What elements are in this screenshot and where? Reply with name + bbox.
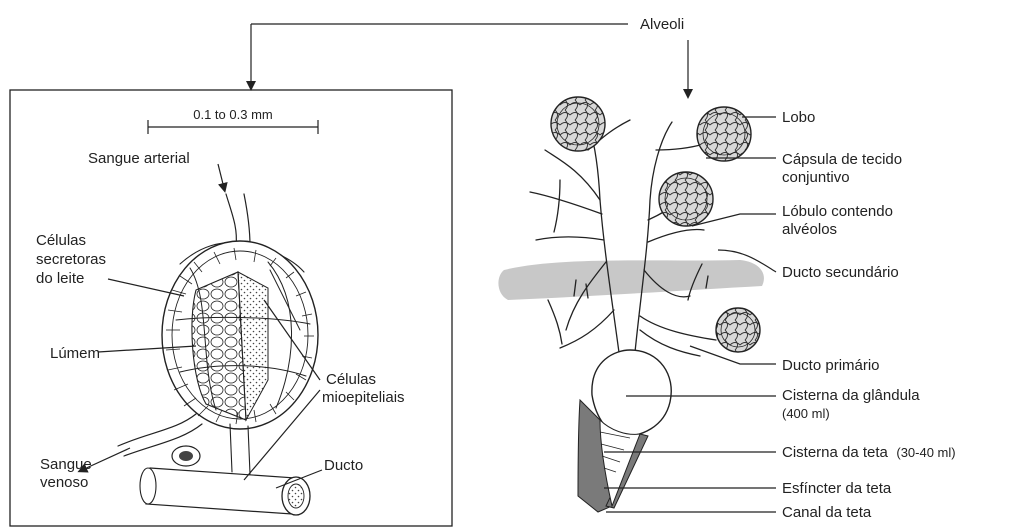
scale-label: 0.1 to 0.3 mm [193,107,272,122]
gland-cistern-label: Cisterna da glândula [782,387,920,404]
teat-sphincter-label: Esfíncter da teta [782,480,892,497]
alveoli-connector: Alveoli [251,16,688,94]
secondary-duct-band [498,260,764,300]
scale-bar: 0.1 to 0.3 mm [148,107,318,134]
alveolus-panel: 0.1 to 0.3 mm [10,90,452,526]
primary-duct-label: Ducto primário [782,357,880,374]
myoepithelial-label-1: Células [326,371,376,388]
teat-cistern-label: Cisterna da teta [782,444,889,461]
myoepithelial-label-2: mioepiteliais [322,389,405,406]
arterial-blood-label: Sangue arterial [88,150,190,167]
teat-cistern-label-group: Cisterna da teta (30-40 ml) [782,444,956,461]
secondary-duct-label: Ducto secundário [782,264,899,281]
lobe-middle [659,172,713,226]
gland-cistern-volume: (400 ml) [782,406,830,421]
duct-tube [140,424,310,515]
udder-structure: Lobo Cápsula de tecido conjuntivo Lóbulo… [498,97,955,521]
lobe-label: Lobo [782,109,815,126]
alveoli-label: Alveoli [640,16,684,33]
capsule-label-1: Cápsula de tecido [782,151,902,168]
lobe-top-left [551,97,605,151]
secretory-cells-label-1: Células [36,232,86,249]
secretory-cells-label-3: do leite [36,270,84,287]
secretory-cells-label-2: secretoras [36,251,106,268]
alveolus [162,241,318,429]
ductal-tree [530,112,716,362]
teat-canal-label: Canal da teta [782,504,872,521]
lumen-label: Lúmem [50,345,100,362]
lobe-top-right [697,107,751,161]
lobe-lower [716,308,760,352]
venous-blood-label-1: Sangue [40,456,92,473]
lobule-label-2: alvéolos [782,221,837,238]
lobule-label-1: Lóbulo contendo [782,203,893,220]
venous-blood-label-2: venoso [40,474,88,491]
teat-cistern-volume: (30-40 ml) [896,445,955,460]
capsule-label-2: conjuntivo [782,169,850,186]
duct-label: Ducto [324,457,363,474]
